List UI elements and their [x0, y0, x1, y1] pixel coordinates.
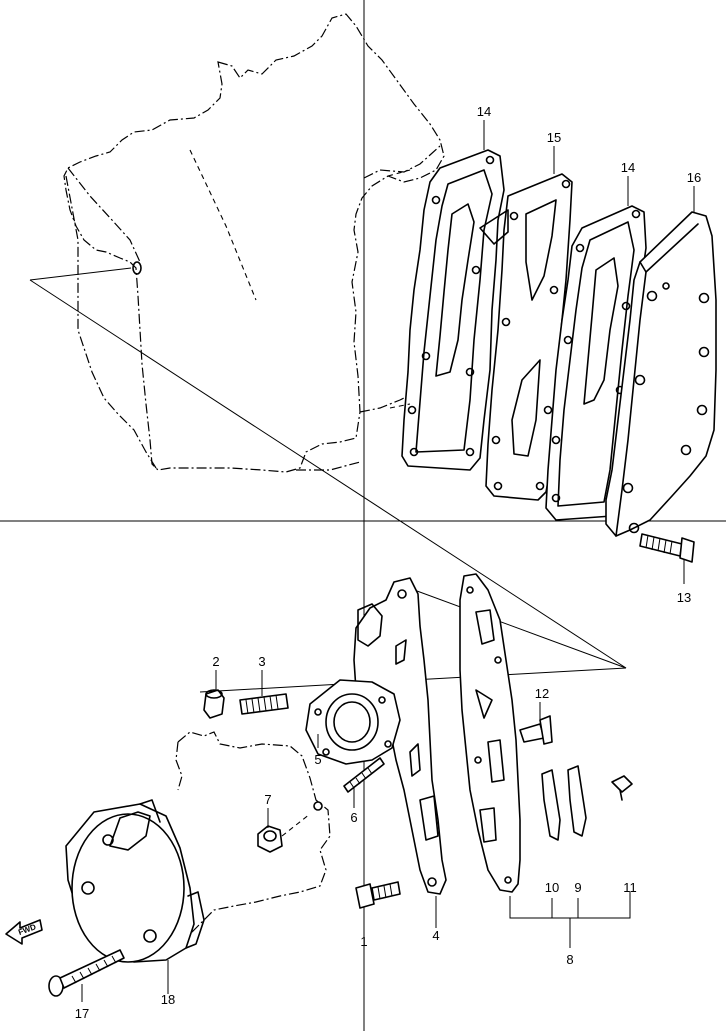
callout-8: 8: [566, 952, 573, 967]
engine-block-outline: [63, 13, 445, 473]
callout-2: 2: [212, 654, 219, 669]
bolt-1: [355, 881, 401, 909]
callout-14-left: 14: [477, 104, 491, 119]
callout-3: 3: [258, 654, 265, 669]
callout-bracket-8: [509, 892, 631, 948]
gasket-14-left: [401, 149, 505, 471]
callout-labels: 1 2 3 4 5 6 7 8 9 10 11 12 13 14 14 15 1…: [75, 104, 701, 1021]
callout-9: 9: [574, 880, 581, 895]
bracket-4: [353, 577, 447, 895]
screw-12: [519, 715, 553, 745]
callout-1: 1: [360, 934, 367, 949]
screw-11: [611, 775, 633, 801]
callout-leaders: [81, 120, 695, 1002]
callout-14-right: 14: [621, 160, 635, 175]
reed-plate-8: [459, 573, 521, 893]
callout-5: 5: [314, 752, 321, 767]
bolt-17: [48, 949, 125, 997]
callout-15: 15: [547, 130, 561, 145]
elbow-5: [305, 679, 401, 765]
nut-7: [257, 813, 311, 853]
callout-16: 16: [687, 170, 701, 185]
plate-15: [479, 173, 573, 501]
reed-10: [541, 769, 561, 841]
callout-11: 11: [623, 880, 637, 895]
fwd-arrow-icon: FWD: [5, 919, 43, 945]
stud-6: [343, 757, 385, 793]
callout-7: 7: [264, 792, 271, 807]
stud-3: [239, 693, 289, 715]
callout-6: 6: [350, 810, 357, 825]
callout-12: 12: [535, 686, 549, 701]
callout-10: 10: [545, 880, 559, 895]
nut-2: [203, 689, 225, 719]
callout-13: 13: [677, 590, 691, 605]
stopper-9: [567, 765, 587, 837]
cover-16: [605, 211, 717, 537]
bolt-13: [639, 533, 695, 563]
callout-18: 18: [161, 992, 175, 1007]
callout-4: 4: [432, 928, 439, 943]
housing-outline: [175, 731, 331, 937]
callout-17: 17: [75, 1006, 89, 1021]
pulley-18: [65, 799, 205, 963]
